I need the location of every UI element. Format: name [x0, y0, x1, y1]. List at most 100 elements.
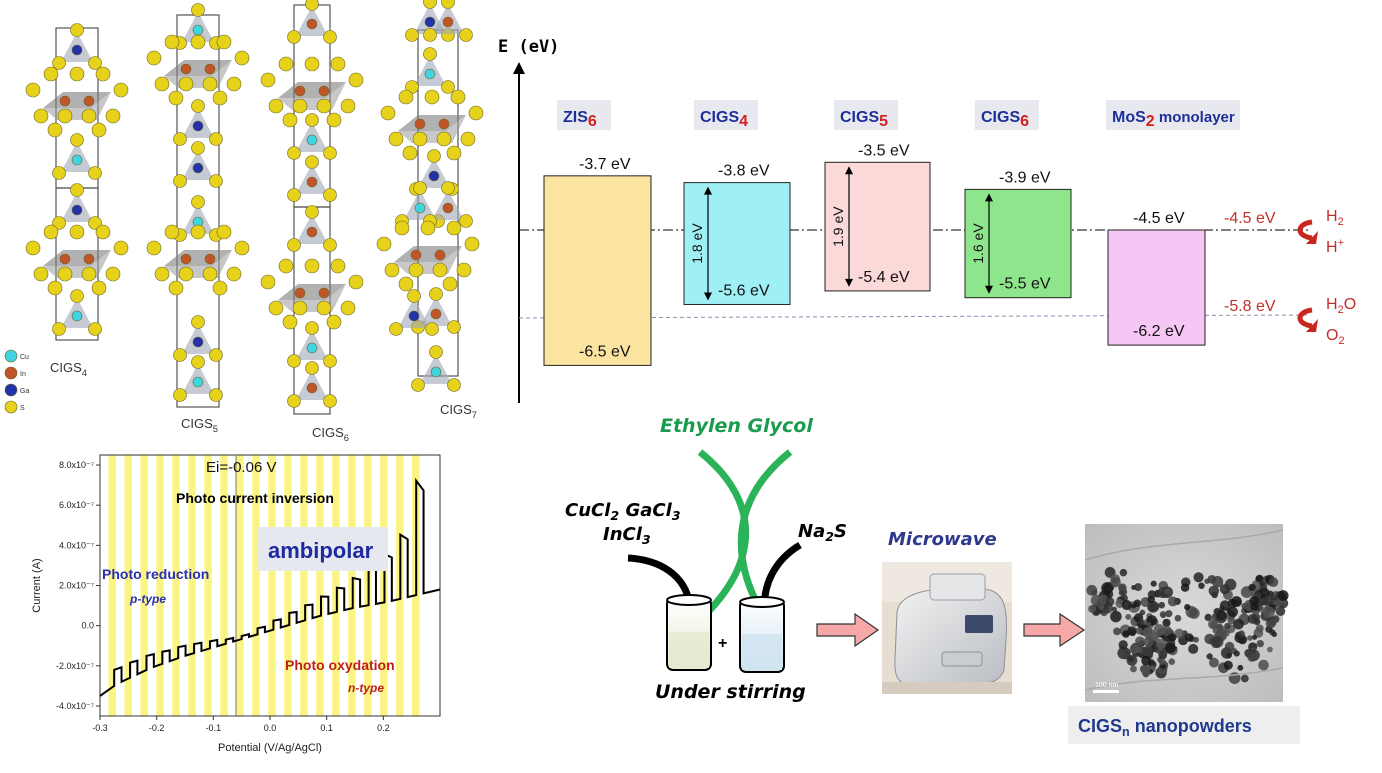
s-atom: [33, 108, 49, 124]
tetra-center-atom: [306, 226, 318, 238]
octahedral-layer: [398, 115, 466, 131]
nanoparticle: [1135, 646, 1143, 654]
s-atom: [429, 287, 443, 301]
redox-curve-1: [1297, 307, 1313, 329]
s-atom: [113, 240, 129, 256]
octahedral-layer: [278, 82, 346, 98]
in-atom: [438, 118, 450, 130]
cb-label-2: -3.5 eV: [858, 142, 910, 159]
tetra-center-atom: [430, 308, 442, 320]
s-atom: [146, 50, 162, 66]
nanoparticle: [1204, 613, 1212, 622]
nanoparticle: [1188, 643, 1199, 654]
nanoparticle: [1224, 622, 1231, 630]
s-atom: [268, 300, 284, 316]
nanoparticle: [1118, 640, 1128, 650]
s-atom: [287, 188, 301, 202]
energy-axis-label: E (eV): [498, 37, 559, 57]
y-tick-label: -4.0x10⁻⁷: [56, 701, 94, 711]
redox-curve-0: [1297, 219, 1313, 241]
s-atom: [168, 280, 184, 296]
nanoparticle: [1277, 606, 1284, 613]
nanoparticle: [1135, 636, 1145, 646]
nanoparticle: [1113, 627, 1121, 636]
nanoparticle: [1127, 626, 1137, 636]
nanoparticle: [1141, 667, 1151, 677]
s-atom: [420, 220, 436, 236]
nanoparticle: [1167, 596, 1178, 607]
band-rect-3: [964, 188, 1072, 299]
nanoparticle: [1088, 604, 1096, 613]
tetra-center-atom: [306, 176, 318, 188]
nanoparticle: [1164, 642, 1176, 654]
s-atom: [164, 34, 180, 50]
nanoparticle: [1268, 618, 1277, 627]
legend-dot-s: [4, 400, 18, 414]
redox-bottom-species-1: O2: [1326, 327, 1345, 347]
light-on-band: [140, 455, 148, 716]
s-atom: [209, 132, 223, 146]
nanoparticle: [1184, 603, 1191, 611]
s-atom: [432, 262, 448, 278]
s-atom: [191, 315, 205, 329]
in-atom: [318, 287, 330, 299]
nanoparticle: [1149, 665, 1156, 671]
s-atom: [287, 30, 301, 44]
s-atom: [282, 112, 298, 128]
s-atom: [446, 220, 462, 236]
nanoparticle: [1233, 618, 1244, 630]
product-label-box: [1068, 706, 1300, 744]
s-atom: [441, 80, 455, 94]
nanoparticle: [1174, 628, 1185, 639]
redox-potential-0: -4.5 eV: [1224, 210, 1276, 227]
s-atom: [88, 56, 102, 70]
process-arrow-1: [816, 612, 880, 648]
s-atom: [388, 131, 404, 147]
nanoparticle: [1263, 595, 1274, 606]
s-atom: [305, 0, 319, 11]
structure-label-cigs5: CIGS5: [181, 416, 218, 434]
s-atom: [380, 105, 396, 121]
vb-label-3: -5.5 eV: [999, 276, 1051, 293]
tetra-center-atom: [192, 162, 204, 174]
s-atom: [323, 188, 337, 202]
p-type-label: p-type: [129, 592, 166, 606]
s-atom: [287, 146, 301, 160]
s-atom: [105, 266, 121, 282]
plus-sign: +: [718, 635, 727, 652]
nanoparticle: [1105, 597, 1115, 606]
s-atom: [464, 236, 480, 252]
light-on-band: [172, 455, 180, 716]
x-tick-label: 0.2: [377, 723, 390, 733]
s-atom: [323, 354, 337, 368]
s-atom: [413, 181, 427, 195]
s-atom: [323, 394, 337, 408]
light-on-band: [124, 455, 132, 716]
s-atom: [168, 90, 184, 106]
tetra-center-atom: [306, 342, 318, 354]
precursor-line1: CuCl2 GaCl3: [565, 500, 681, 523]
s-atom: [459, 214, 473, 228]
nanoparticle: [1204, 578, 1210, 584]
cb-label-1: -3.8 eV: [718, 163, 770, 180]
x-axis-label: Potential (V/Ag/AgCl): [218, 742, 322, 754]
nanoparticle: [1086, 584, 1098, 596]
nanoparticle: [1150, 580, 1157, 587]
microwave-photo: [882, 562, 1012, 694]
s-atom: [260, 72, 276, 88]
product-label: CIGSn nanopowders: [1078, 716, 1252, 739]
tetra-center-atom: [424, 68, 436, 80]
nanoparticle: [1142, 626, 1154, 639]
light-on-band: [188, 455, 196, 716]
s-atom: [423, 47, 437, 61]
nanoparticle: [1135, 627, 1143, 635]
s-atom: [191, 141, 205, 155]
s-atom: [405, 28, 419, 42]
s-atom: [202, 76, 218, 92]
s-atom: [305, 113, 319, 127]
nanoparticle: [1223, 660, 1233, 670]
nanoparticle: [1133, 599, 1142, 607]
